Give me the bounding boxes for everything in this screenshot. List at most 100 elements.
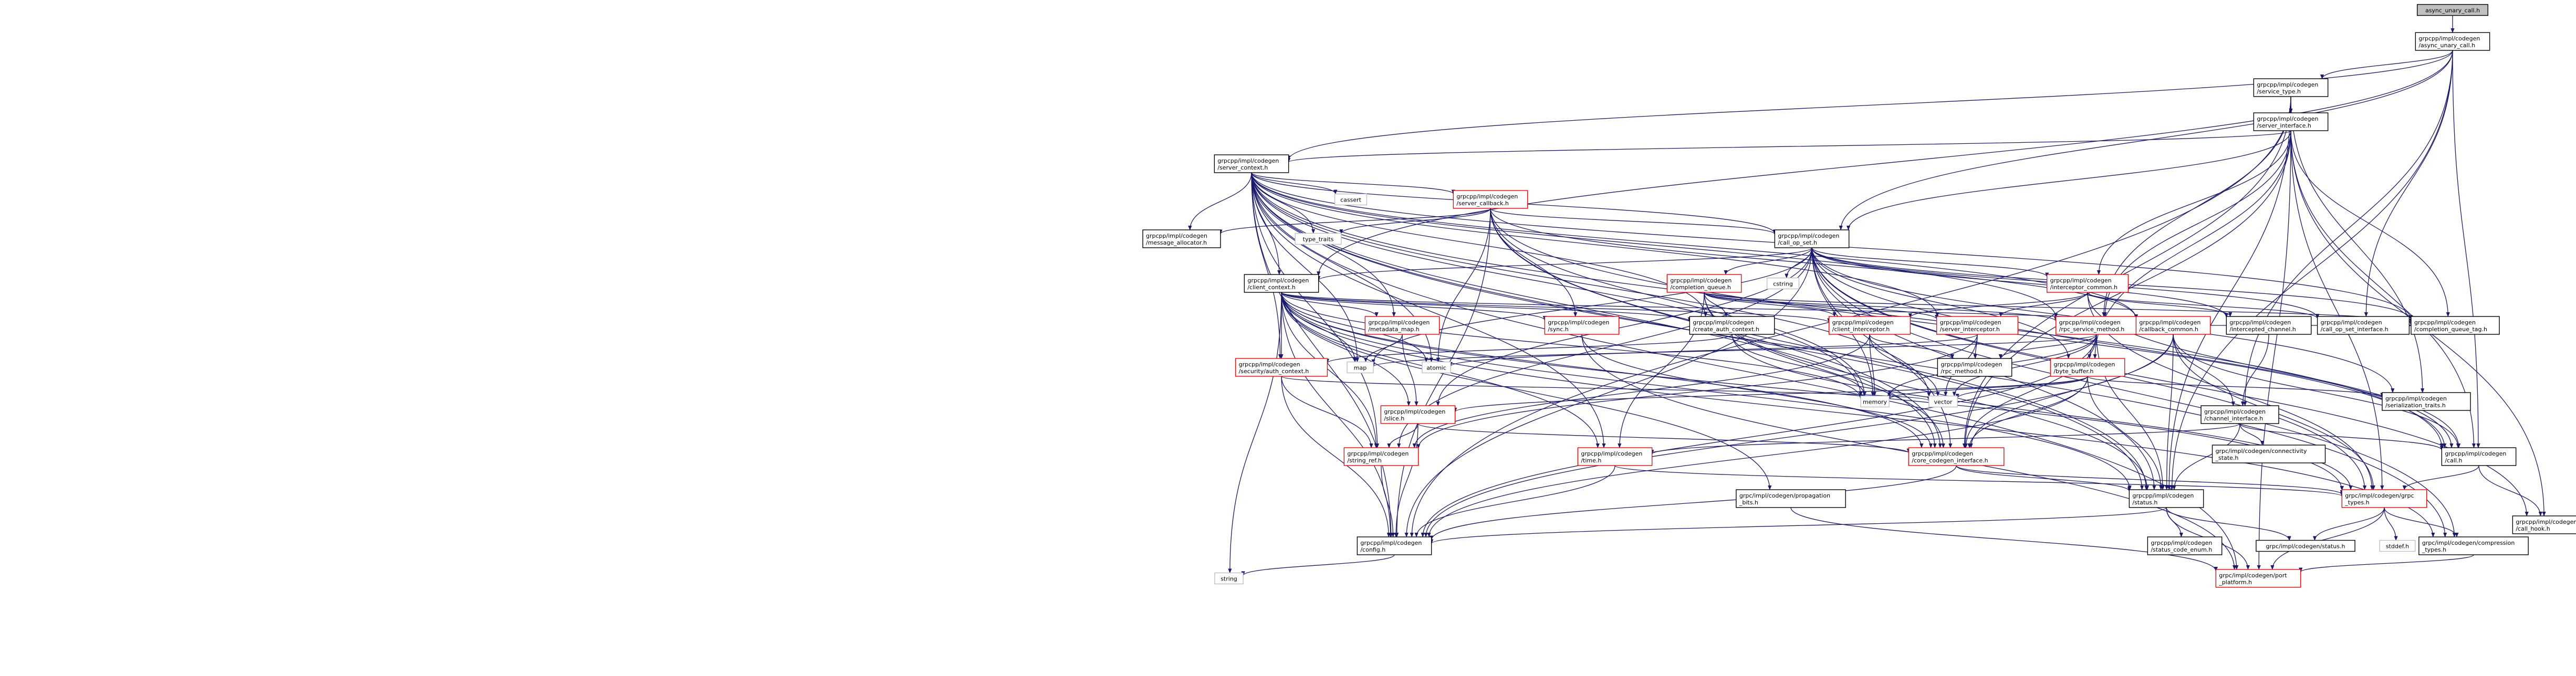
node-status-code-enum[interactable]: grpcpp/impl/codegen/status_code_enum.h xyxy=(2147,536,2223,555)
node-async-unary-call[interactable]: grpcpp/impl/codegen/async_unary_call.h xyxy=(2415,32,2490,51)
node-box xyxy=(2418,536,2529,555)
node-label: grpcpp/impl/codegen xyxy=(1360,540,1422,546)
node-label: grpcpp/impl/codegen xyxy=(2385,395,2447,402)
node-serialization-traits[interactable]: grpcpp/impl/codegen/serialization_traits… xyxy=(2382,392,2471,411)
node-metadata-map[interactable]: grpcpp/impl/codegen/metadata_map.h xyxy=(1364,316,1440,335)
edge-server-context-to-message-allocator xyxy=(1188,172,1252,230)
edge-client-context-to-status xyxy=(1281,292,2132,490)
node-label: grpcpp/impl/codegen xyxy=(2445,450,2506,457)
edge-byte-buffer-to-config xyxy=(1427,376,2088,537)
node-server-interface[interactable]: grpcpp/impl/codegen/server_interface.h xyxy=(2253,112,2329,131)
node-time[interactable]: grpcpp/impl/codegen/time.h xyxy=(1577,447,1653,466)
edge-async-unary-call-to-call xyxy=(2452,50,2480,448)
edge-create-auth-context-to-security-auth-context xyxy=(1325,334,1733,364)
edge-slice-to-string-ref xyxy=(1387,423,1419,448)
edge-server-context-to-server-callback xyxy=(1251,172,1455,195)
node-label: grpc/impl/codegen/grpc xyxy=(2345,492,2414,499)
node-label: /status.h xyxy=(2132,499,2157,506)
edge-server-interface-to-interceptor-common xyxy=(2097,130,2291,275)
node-completion-queue[interactable]: grpcpp/impl/codegen/completion_queue.h xyxy=(1666,274,1742,293)
node-box xyxy=(1244,274,1319,293)
node-box xyxy=(2200,405,2279,424)
node-label: /call_hook.h xyxy=(2516,525,2550,532)
node-label: grpcpp/impl/codegen xyxy=(2139,319,2200,326)
edge-call-op-set-to-byte-buffer xyxy=(1811,247,2071,359)
node-box xyxy=(1774,229,1850,248)
node-box xyxy=(2382,392,2471,411)
edge-byte-buffer-to-vector xyxy=(1955,376,2088,399)
node-slice[interactable]: grpcpp/impl/codegen/slice.h xyxy=(1380,405,1456,424)
node-server-callback[interactable]: grpcpp/impl/codegen/server_callback.h xyxy=(1453,190,1528,209)
node-sync[interactable]: grpcpp/impl/codegen/sync.h xyxy=(1544,316,1620,335)
edge-server-interceptor-to-string-ref xyxy=(1416,334,1978,449)
edge-server-context-to-config xyxy=(1251,172,1393,537)
node-message-allocator[interactable]: grpcpp/impl/codegen/message_allocator.h xyxy=(1142,229,1221,248)
node-connectivity-state[interactable]: grpc/impl/codegen/connectivity_state.h xyxy=(2212,445,2326,463)
node-label: /string_ref.h xyxy=(1347,457,1381,464)
node-box xyxy=(2129,489,2204,508)
edge-metadata-map-to-slice xyxy=(1402,334,1419,406)
node-label: grpcpp/impl/codegen xyxy=(1239,361,1300,368)
node-string-ref[interactable]: grpcpp/impl/codegen/string_ref.h xyxy=(1343,447,1419,466)
node-label: type_traits xyxy=(1303,236,1334,243)
node-client-interceptor[interactable]: grpcpp/impl/codegen/client_interceptor.h xyxy=(1828,316,1911,335)
node-server-interceptor[interactable]: grpcpp/impl/codegen/server_interceptor.h xyxy=(1936,316,2019,335)
node-box xyxy=(1689,316,1775,335)
node-label: grpcpp/impl/codegen xyxy=(2229,319,2291,326)
node-call-hook[interactable]: grpcpp/impl/codegen/call_hook.h xyxy=(2512,515,2576,534)
node-box xyxy=(2147,536,2223,555)
edge-server-callback-to-message-allocator xyxy=(1218,208,1491,235)
node-call[interactable]: grpcpp/impl/codegen/call.h xyxy=(2441,447,2517,466)
node-root[interactable]: async_unary_call.h xyxy=(2417,4,2489,16)
edge-server-interface-to-completion-queue-tag xyxy=(2290,130,2450,317)
node-callback-common[interactable]: grpcpp/impl/codegen/callback_common.h xyxy=(2135,316,2211,335)
node-interceptor-common[interactable]: grpcpp/impl/codegen/interceptor_common.h xyxy=(2046,274,2129,293)
node-call-op-set[interactable]: grpcpp/impl/codegen/call_op_set.h xyxy=(1774,229,1850,248)
node-security-auth-context[interactable]: grpcpp/impl/codegen/security/auth_contex… xyxy=(1235,358,1328,377)
node-box xyxy=(1422,361,1451,374)
node-channel-interface[interactable]: grpcpp/impl/codegen/channel_interface.h xyxy=(2200,405,2279,424)
node-box xyxy=(1380,405,1456,424)
edge-callback-common-to-config xyxy=(1424,334,2174,537)
node-label: map xyxy=(1354,365,1367,372)
node-intercepted-channel[interactable]: grpcpp/impl/codegen/intercepted_channel.… xyxy=(2226,316,2312,335)
node-status[interactable]: grpcpp/impl/codegen/status.h xyxy=(2129,489,2204,508)
node-box xyxy=(2253,78,2329,97)
node-box xyxy=(1666,274,1742,293)
edge-time-to-config xyxy=(1414,465,1615,537)
node-label: /serialization_traits.h xyxy=(2385,402,2446,409)
node-compression-types[interactable]: grpc/impl/codegen/compression_types.h xyxy=(2418,536,2529,555)
node-byte-buffer[interactable]: grpcpp/impl/codegen/byte_buffer.h xyxy=(2050,358,2125,377)
node-rpc-service-method[interactable]: grpcpp/impl/codegen/rpc_service_method.h xyxy=(2055,316,2138,335)
node-propagation-bits[interactable]: grpc/impl/codegen/propagation_bits.h xyxy=(1736,489,1846,508)
node-create-auth-context[interactable]: grpcpp/impl/codegen/create_auth_context.… xyxy=(1689,316,1775,335)
node-service-type[interactable]: grpcpp/impl/codegen/service_type.h xyxy=(2253,78,2329,97)
edge-security-auth-context-to-config xyxy=(1281,376,1391,537)
node-label: /completion_queue_tag.h xyxy=(2414,326,2487,333)
node-completion-queue-tag[interactable]: grpcpp/impl/codegen/completion_queue_tag… xyxy=(2411,316,2500,335)
node-label: /call_op_set.h xyxy=(1778,239,1817,246)
node-rpc-method[interactable]: grpcpp/impl/codegen/rpc_method.h xyxy=(1937,358,2012,377)
node-atomic: atomic xyxy=(1422,361,1451,374)
node-box xyxy=(2512,515,2576,534)
node-core-codegen-interface[interactable]: grpcpp/impl/codegen/core_codegen_interfa… xyxy=(1908,447,2005,466)
node-label: /server_interceptor.h xyxy=(1940,326,2000,333)
node-label: /call_op_set_interface.h xyxy=(2321,326,2389,333)
node-label: /slice.h xyxy=(1384,415,1404,422)
node-config[interactable]: grpcpp/impl/codegen/config.h xyxy=(1357,536,1432,555)
node-grpc-types[interactable]: grpc/impl/codegen/grpc_types.h xyxy=(2341,489,2427,508)
edge-client-context-to-memory xyxy=(1281,292,1863,399)
node-label: cstring xyxy=(1773,281,1793,288)
edge-server-interface-to-grpc-types xyxy=(2290,130,2384,490)
node-c-status[interactable]: grpc/impl/codegen/status.h xyxy=(2256,540,2355,552)
edge-service-type-to-serialization-traits xyxy=(2290,96,2425,393)
node-box xyxy=(1828,316,1911,335)
node-call-op-set-interface[interactable]: grpcpp/impl/codegen/call_op_set_interfac… xyxy=(2317,316,2410,335)
node-port-platform[interactable]: grpc/impl/codegen/port_platform.h xyxy=(2215,569,2301,588)
node-server-context[interactable]: grpcpp/impl/codegen/server_context.h xyxy=(1214,154,1289,173)
node-label: _state.h xyxy=(2215,455,2239,461)
edge-async-unary-call-to-call-op-set xyxy=(1839,50,2453,230)
node-client-context[interactable]: grpcpp/impl/codegen/client_context.h xyxy=(1244,274,1319,293)
node-label: /server_callback.h xyxy=(1456,200,1509,207)
